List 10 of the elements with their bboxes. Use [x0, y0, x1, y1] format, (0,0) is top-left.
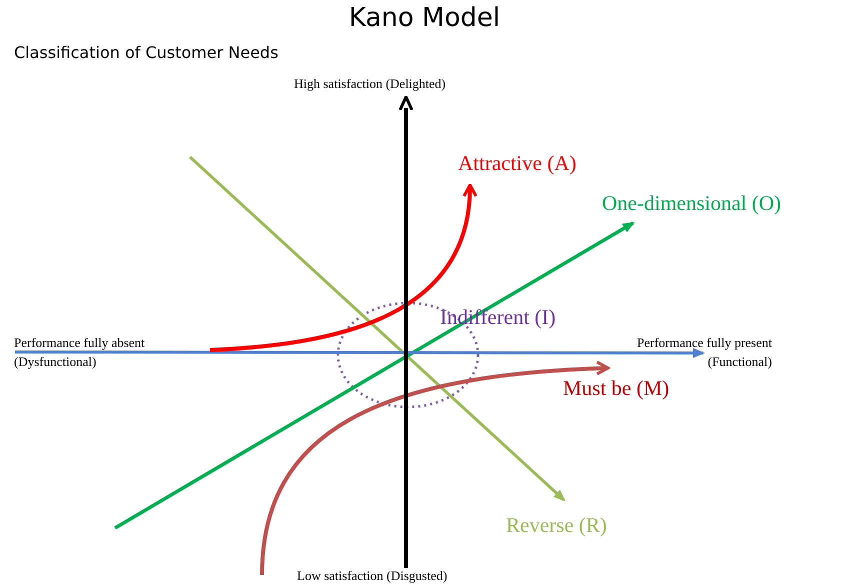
curve-label: One-dimensional (O)	[602, 192, 782, 216]
subtitle: Classification of Customer Needs	[14, 44, 278, 62]
curve-label: Attractive (A)	[458, 152, 576, 176]
axis-label: High satisfaction (Delighted)	[294, 77, 446, 92]
title: Kano Model	[348, 4, 502, 33]
curve-label: Reverse (R)	[506, 514, 607, 538]
axis-label: Performance fully absent (Dysfunctional)	[14, 334, 146, 371]
axis-label: Performance fully present (Functional)	[636, 334, 772, 371]
curve-label: Must be (M)	[563, 377, 670, 400]
axis-label: Low satisfaction (Disgusted)	[297, 569, 448, 584]
